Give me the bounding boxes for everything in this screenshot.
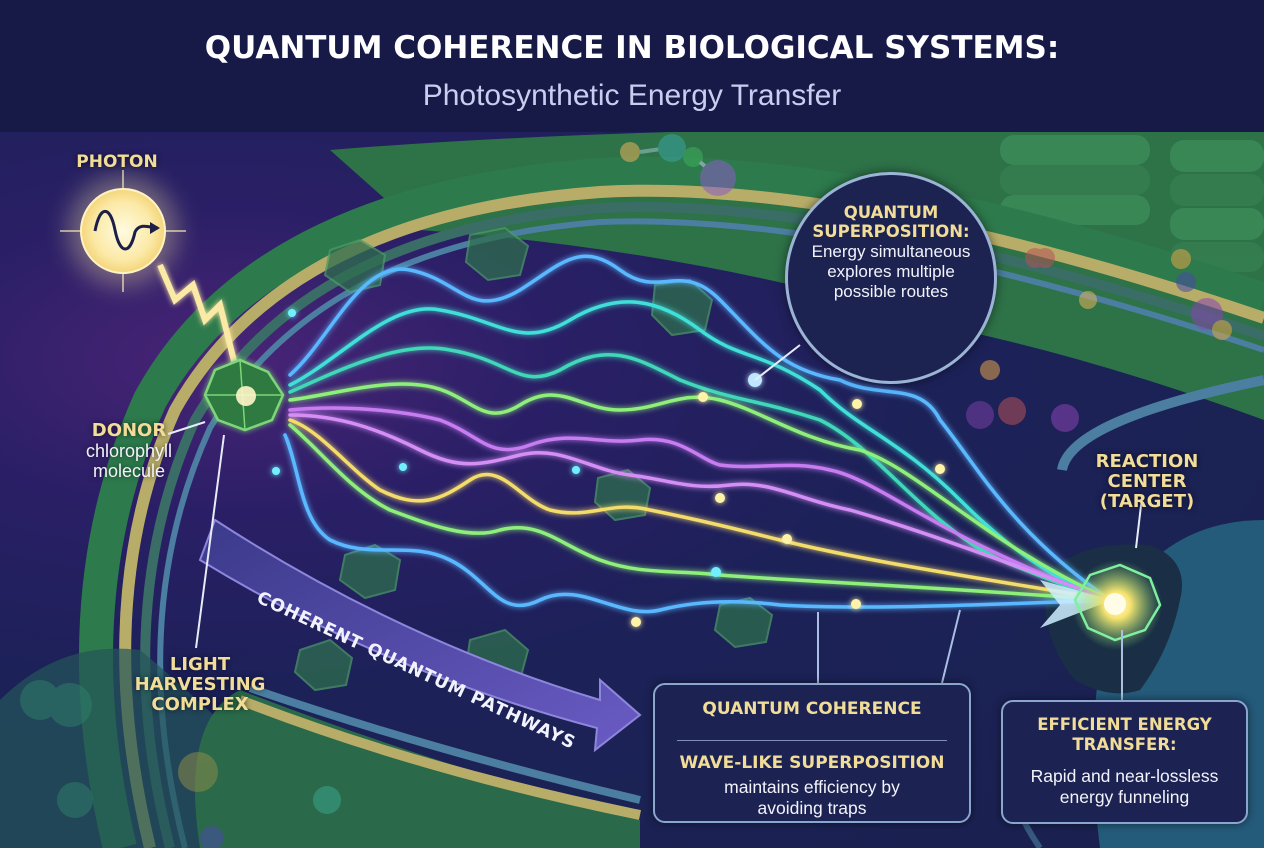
donor-line-1: chlorophyll — [85, 441, 173, 462]
superposition-heading-1: QUANTUM — [843, 203, 939, 222]
pathway-arrow-shape — [198, 518, 642, 753]
lhc-line-2: HARVESTING — [134, 674, 266, 696]
superposition-heading-2: SUPERPOSITION: — [812, 221, 970, 241]
rc-line-2: CENTER — [1107, 471, 1187, 493]
donor-heading: DONOR — [91, 420, 167, 441]
coherence-line-1: maintains efficiency by — [724, 777, 900, 797]
efficiency-heading-1: EFFICIENT ENERGY — [1037, 715, 1212, 734]
coherence-heading: QUANTUM COHERENCE — [702, 699, 922, 719]
efficiency-heading: EFFICIENT ENERGY TRANSFER: — [1003, 715, 1246, 755]
donor-chlorophyll — [203, 358, 285, 432]
donor-label: DONOR chlorophyll molecule — [54, 420, 204, 482]
efficiency-heading-2: TRANSFER: — [1072, 734, 1177, 754]
efficiency-line-2: energy funneling — [1059, 786, 1190, 807]
efficiency-body: Rapid and near-lossless energy funneling — [1003, 766, 1246, 807]
coherence-body: maintains efficiency by avoiding traps — [655, 777, 969, 818]
superposition-callout: QUANTUM SUPERPOSITION: Energy simultaneo… — [785, 172, 997, 384]
donor-line-2: molecule — [92, 461, 166, 482]
leader-lines — [167, 344, 1143, 700]
superposition-line-2: explores multiple — [827, 261, 955, 281]
molecule-decoration — [20, 134, 1232, 848]
lhc-line-3: COMPLEX — [151, 694, 249, 716]
reaction-center-label: REACTION CENTER (TARGET) — [1072, 451, 1222, 513]
page-subtitle: Photosynthetic Energy Transfer — [422, 79, 842, 112]
rc-line-1: REACTION — [1095, 451, 1199, 472]
quantum-pathways — [283, 254, 1112, 614]
superposition-line-3: possible routes — [833, 282, 949, 302]
lhc-line-1: LIGHT — [169, 654, 231, 675]
page-title: QUANTUM COHERENCE IN BIOLOGICAL SYSTEMS: — [204, 30, 1060, 66]
photon-label: PHOTON — [76, 152, 158, 172]
chlorophyll-network — [293, 226, 774, 692]
photon-source — [60, 170, 248, 392]
coherence-divider — [677, 740, 947, 741]
coherence-callout: QUANTUM COHERENCE WAVE-LIKE SUPERPOSITIO… — [653, 683, 971, 823]
header-band — [0, 0, 1264, 132]
efficiency-line-1: Rapid and near-lossless — [1030, 766, 1219, 786]
coherence-subheading: WAVE-LIKE SUPERPOSITION — [679, 753, 945, 773]
light-harvesting-complex-label: LIGHT HARVESTING COMPLEX — [110, 654, 290, 716]
coherence-line-2: avoiding traps — [757, 797, 867, 818]
efficiency-callout: EFFICIENT ENERGY TRANSFER: Rapid and nea… — [1001, 700, 1248, 824]
superposition-line-1: Energy simultaneous — [811, 241, 971, 261]
rc-line-3: (TARGET) — [1099, 491, 1195, 513]
reaction-center-molecule — [1072, 560, 1162, 650]
